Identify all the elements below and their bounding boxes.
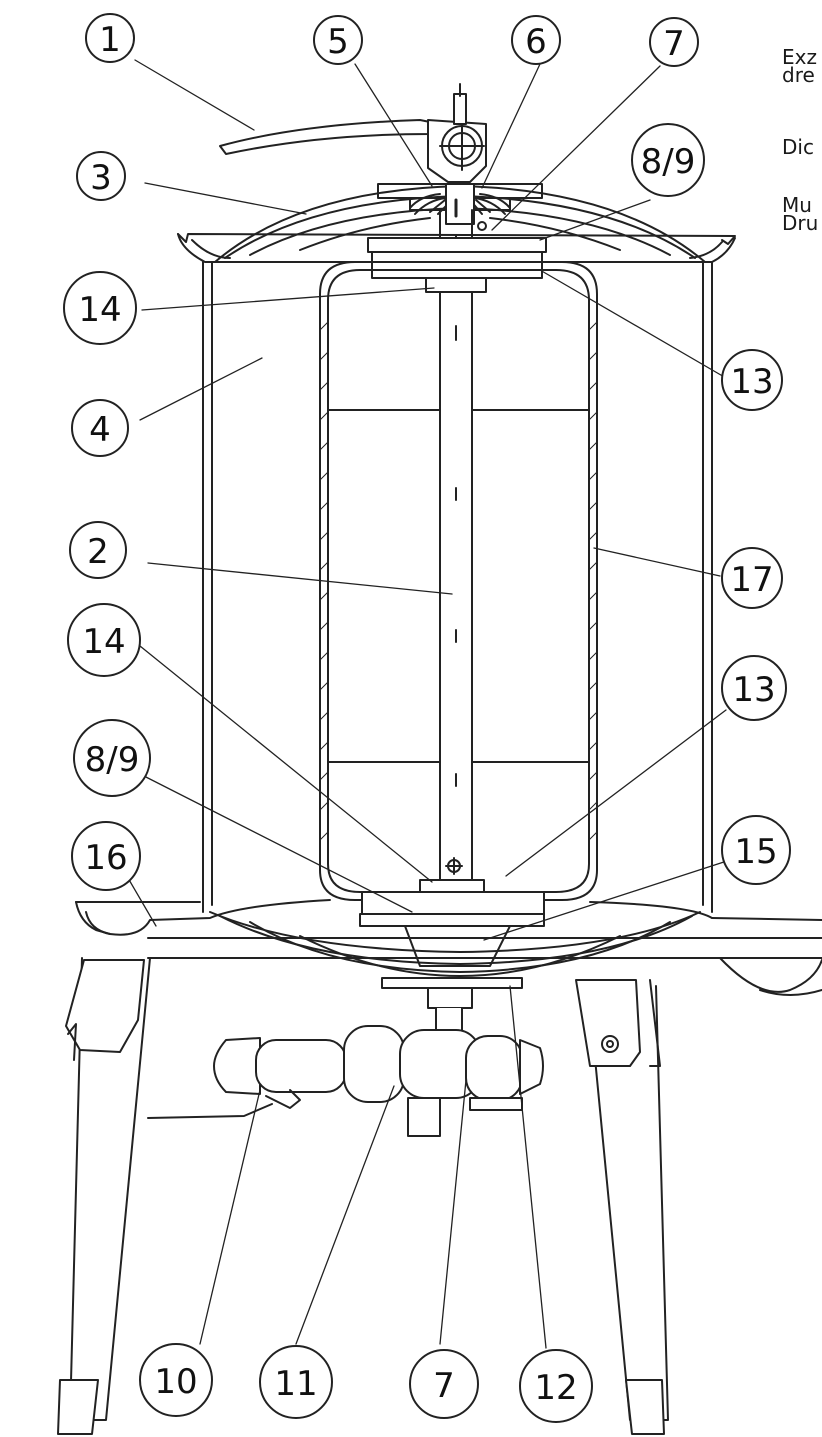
callout-circle-1 — [85, 13, 135, 63]
callout-label-13-bottom: 13 — [732, 670, 775, 710]
callout-label-13-top: 13 — [730, 362, 773, 402]
callout-label-14-top: 14 — [78, 290, 121, 330]
callout-label-15: 15 — [734, 832, 777, 872]
callout-circle-17 — [721, 547, 783, 609]
side-note-3b: Dru — [782, 211, 819, 235]
callout-circle-5 — [313, 15, 363, 65]
callout-label-11: 11 — [274, 1364, 317, 1404]
lower-hub-plates — [359, 879, 545, 967]
callout-circle-16 — [71, 821, 141, 891]
outer-tank — [202, 261, 713, 913]
upper-hub-plates — [367, 237, 547, 293]
callout-circle-14-bottom — [67, 603, 141, 677]
outlet-valve — [147, 987, 544, 1137]
callout-circle-7-top — [649, 17, 699, 67]
callout-label-14-bottom: 14 — [82, 622, 125, 662]
callout-circle-12 — [519, 1349, 593, 1423]
callout-label-8-9-bottom: 8/9 — [85, 740, 140, 780]
callout-label-5: 5 — [327, 22, 349, 62]
callout-circle-11 — [259, 1345, 333, 1419]
callout-label-4: 4 — [89, 410, 111, 450]
callout-label-17: 17 — [730, 560, 773, 600]
center-shaft — [439, 198, 473, 881]
callout-label-8-9-top: 8/9 — [641, 142, 696, 182]
callout-circle-7-bottom — [409, 1349, 479, 1419]
callout-label-7-top: 7 — [663, 24, 685, 64]
callout-circle-8-9-top — [631, 123, 705, 197]
callout-label-6: 6 — [525, 22, 547, 62]
callout-label-7-bottom: 7 — [433, 1366, 455, 1406]
side-note-1b: dre — [782, 63, 815, 87]
callout-label-10: 10 — [154, 1362, 197, 1402]
legs — [57, 957, 669, 1435]
callout-circle-2 — [69, 521, 127, 579]
callout-label-16: 16 — [84, 838, 127, 878]
callout-label-12: 12 — [534, 1368, 577, 1408]
callout-circle-15 — [721, 815, 791, 885]
callout-circle-13-top — [721, 349, 783, 411]
callout-circle-14-top — [63, 271, 137, 345]
callout-circle-10 — [139, 1343, 213, 1417]
callout-circle-4 — [71, 399, 129, 457]
callout-circle-8-9-bottom — [73, 719, 151, 797]
leader-lines — [127, 59, 731, 1349]
callout-circle-13-bottom — [721, 655, 787, 721]
side-note-1a: Exz — [782, 45, 817, 69]
callout-label-3: 3 — [90, 158, 112, 198]
callout-circle-3 — [76, 151, 126, 201]
side-note-2: Dic — [782, 135, 814, 159]
inner-basket — [319, 261, 598, 901]
bottom-dish — [75, 899, 822, 996]
callout-circle-6 — [511, 15, 561, 65]
callout-label-1: 1 — [99, 20, 121, 60]
callout-label-2: 2 — [87, 532, 109, 572]
crank-handle — [219, 83, 487, 225]
side-note-3a: Mu — [782, 193, 812, 217]
callout-circles — [63, 13, 791, 1423]
